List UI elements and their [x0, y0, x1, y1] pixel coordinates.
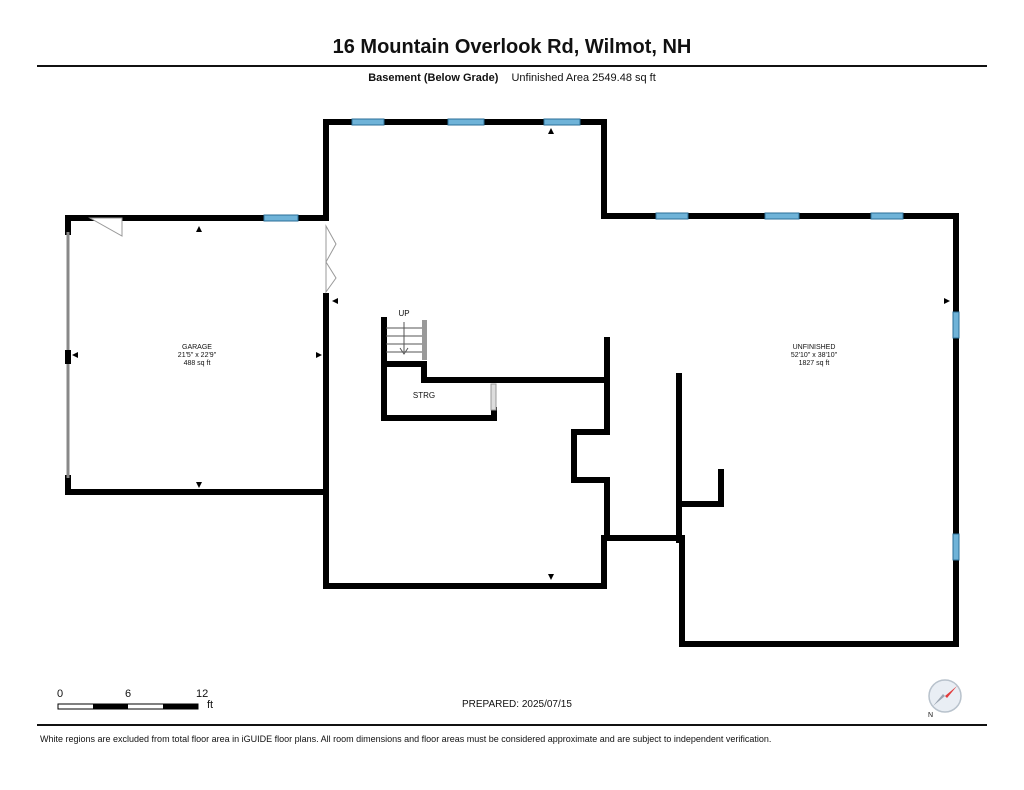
- unfinished-area: 1827 sq ft: [799, 360, 830, 367]
- compass-icon: N: [928, 679, 962, 718]
- window: [447, 118, 485, 126]
- bifold-door: [325, 224, 337, 264]
- page-title: 16 Mountain Overlook Rd, Wilmot, NH: [332, 36, 692, 58]
- scale-tick-label: 12: [196, 688, 209, 700]
- dimension-marker: [72, 352, 78, 358]
- footer-divider: [37, 724, 987, 726]
- garage-name: GARAGE: [182, 344, 212, 351]
- level-name: Basement (Below Grade): [368, 72, 499, 84]
- unfinished-dims: 52'10" x 38'10": [791, 352, 838, 359]
- storage-wall: [421, 361, 609, 383]
- interior-wall: [676, 469, 724, 507]
- area-summary: Unfinished Area 2549.48 sq ft: [511, 72, 656, 84]
- compass-label: N: [928, 712, 933, 718]
- scale-unit: ft: [207, 699, 214, 711]
- interior-wall: [571, 337, 610, 541]
- entry-door: [88, 217, 123, 237]
- dimension-marker: [316, 352, 322, 358]
- prepared-date: PREPARED: 2025/07/15: [462, 699, 572, 710]
- storage-door: [490, 383, 497, 411]
- dimension-marker: [196, 226, 202, 232]
- garage-dims: 21'5" x 22'9": [178, 352, 217, 359]
- window: [870, 212, 904, 220]
- disclaimer: White regions are excluded from total fl…: [40, 734, 772, 744]
- scale-tick-label: 6: [125, 688, 132, 700]
- garage-door-post: [65, 350, 71, 364]
- header-divider: [37, 65, 987, 67]
- garage-area: 488 sq ft: [184, 360, 211, 367]
- stair-wall: [381, 317, 497, 421]
- window: [952, 311, 960, 339]
- exterior-wall: [323, 119, 959, 647]
- window: [351, 118, 385, 126]
- stairs-label: UP: [398, 309, 409, 318]
- dimension-marker: [548, 128, 554, 134]
- dimension-marker: [944, 298, 950, 304]
- unfinished-name: UNFINISHED: [793, 344, 836, 351]
- dimension-marker: [548, 574, 554, 580]
- bifold-door: [325, 260, 337, 294]
- window: [263, 214, 299, 222]
- window: [764, 212, 800, 220]
- post-cap: [676, 373, 682, 379]
- stair-rail: [422, 320, 427, 360]
- scale-bar: 0 6 12 ft: [57, 688, 227, 718]
- level-summary: Basement (Below Grade) Unfinished Area 2…: [0, 72, 1024, 84]
- window: [952, 533, 960, 561]
- window: [655, 212, 689, 220]
- storage-label: STRG: [413, 391, 435, 400]
- dimension-marker: [332, 298, 338, 304]
- dimension-marker: [196, 482, 202, 488]
- scale-tick-label: 0: [57, 688, 64, 700]
- window: [543, 118, 581, 126]
- stair-arrow: [399, 347, 409, 355]
